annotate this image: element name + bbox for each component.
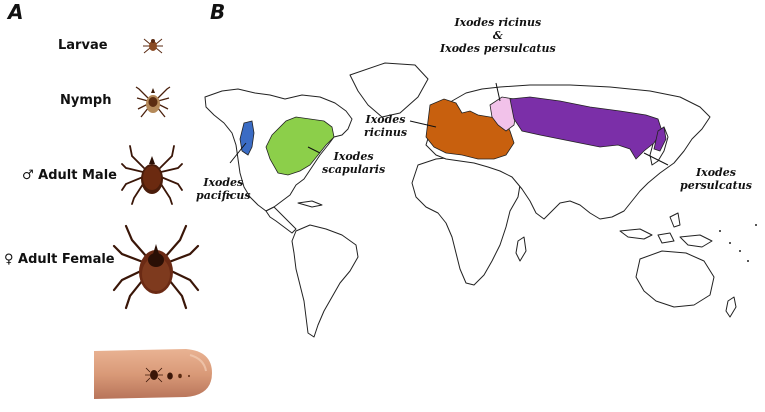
world-map — [204, 62, 757, 338]
adult-female-tick-icon — [112, 224, 200, 310]
label-ricinus-line2: ricinus — [364, 126, 408, 139]
central-america-outline — [265, 206, 297, 234]
new-guinea-outline — [679, 234, 713, 248]
finger-nymph-tick — [178, 373, 182, 379]
nymph-tick-icon — [135, 86, 171, 118]
finger-larva-tick — [188, 374, 190, 378]
label-persulcatus-line1: Ixodes — [696, 166, 736, 179]
leader-pacificus — [229, 142, 247, 164]
pacific-islands — [229, 194, 757, 262]
stage-label-adult-male: ♂ Adult Male — [22, 168, 117, 183]
finger-scale-icon — [94, 349, 212, 399]
label-persulcatus: Ixodes persulcatus — [680, 166, 752, 192]
indonesia-outline — [619, 212, 681, 244]
label-scapularis: Ixodes scapularis — [322, 150, 385, 176]
label-scapularis-line2: scapularis — [322, 163, 386, 176]
label-scapularis-line1: Ixodes — [333, 150, 374, 163]
leader-ricinus — [409, 120, 437, 128]
label-persulcatus-line2: persulcatus — [680, 179, 752, 192]
leader-scapularis — [307, 146, 321, 154]
finger-male-tick — [167, 372, 173, 380]
larva-tick-icon — [143, 38, 163, 54]
label-ricinus-persulcatus-line3: Ixodes persulcatus — [440, 42, 556, 55]
australia-outline — [635, 250, 715, 308]
range-ricinus — [425, 98, 515, 160]
finger-female-tick — [145, 367, 163, 383]
label-pacificus: Ixodes pacificus — [196, 176, 251, 202]
panel-a-letter: A — [8, 0, 24, 24]
stage-label-larvae: Larvae — [58, 38, 108, 53]
leader-ricinus-persulcatus — [495, 82, 501, 102]
label-pacificus-line2: pacificus — [196, 189, 251, 202]
label-ricinus-persulcatus-line2: & — [492, 29, 503, 42]
range-ricinus-persulcatus — [489, 96, 517, 132]
new-zealand-outline — [725, 296, 737, 318]
panel-b-letter: B — [210, 0, 226, 24]
range-scapularis — [265, 116, 335, 176]
leader-persulcatus — [643, 152, 669, 166]
range-persulcatus-japan — [653, 126, 667, 152]
label-pacificus-line1: Ixodes — [203, 176, 244, 189]
africa-outline — [411, 156, 521, 286]
stage-label-adult-female: ♀ Adult Female — [4, 252, 115, 267]
range-persulcatus — [509, 96, 663, 160]
south-america-outline — [291, 224, 359, 338]
stage-label-nymph: Nymph — [60, 93, 112, 108]
adult-male-tick-icon — [121, 145, 183, 205]
label-ricinus: Ixodes ricinus — [364, 113, 407, 139]
label-ricinus-line1: Ixodes — [365, 113, 406, 126]
madagascar-outline — [515, 236, 527, 262]
caribbean-outline — [297, 200, 323, 208]
greenland-outline — [349, 62, 429, 118]
label-ricinus-persulcatus: Ixodes ricinus & Ixodes persulcatus — [440, 16, 556, 55]
label-ricinus-persulcatus-line1: Ixodes ricinus — [454, 16, 542, 29]
